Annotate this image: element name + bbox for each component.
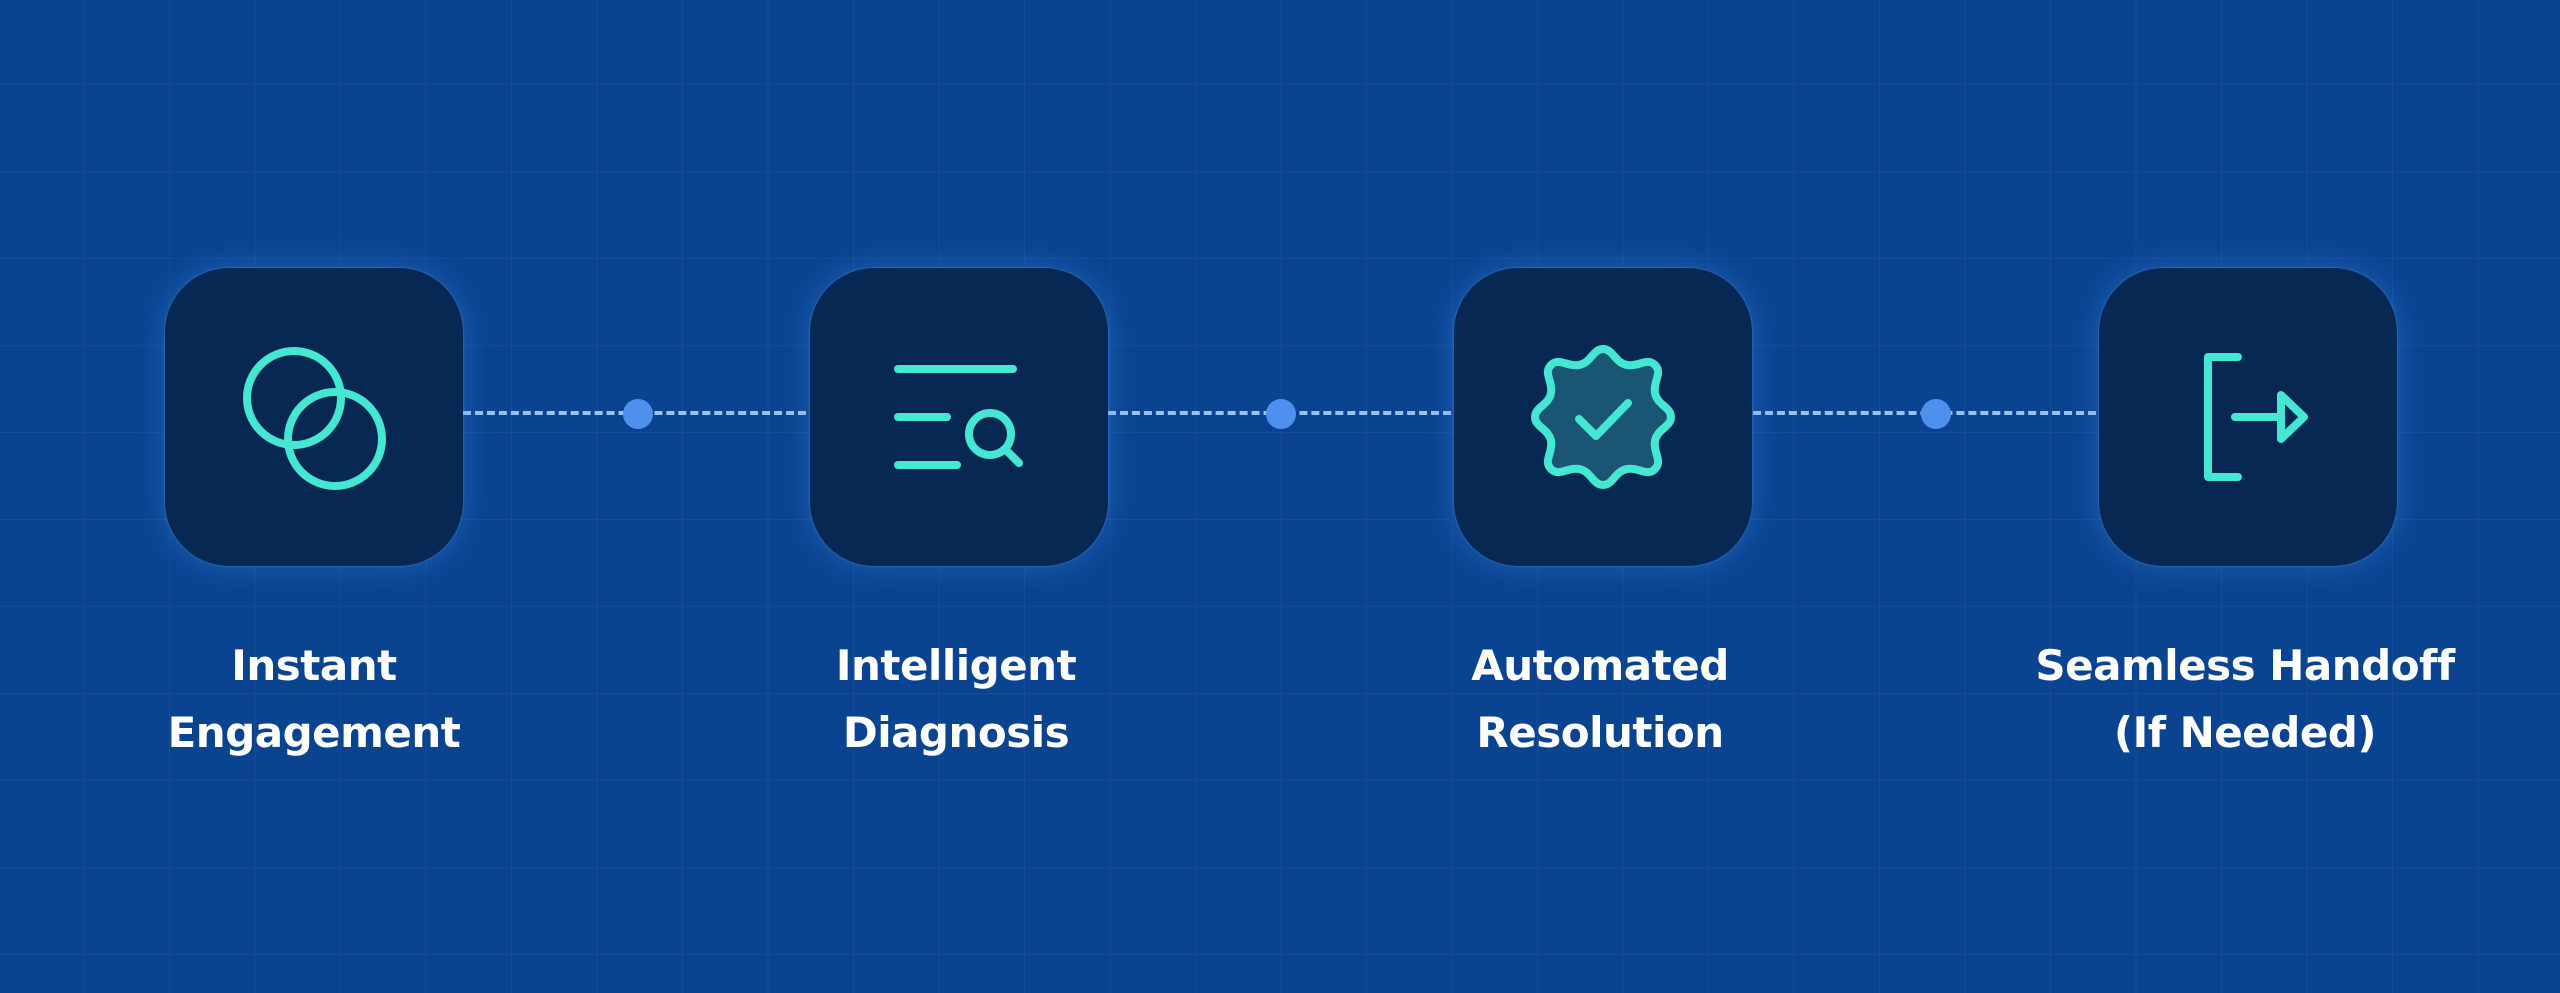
step-tile-intelligent-diagnosis	[810, 268, 1108, 566]
exit-arrow-icon	[2204, 353, 2308, 481]
connector-dot-2	[1266, 399, 1296, 429]
step-tile-seamless-handoff	[2099, 268, 2397, 566]
step-label-line: Intelligent	[835, 641, 1077, 690]
step-label-line: Automated	[1471, 641, 1729, 690]
step-label-instant-engagement: Instant Engagement	[84, 632, 544, 766]
step-tile-instant-engagement	[165, 268, 463, 566]
connector-dot-1	[623, 399, 653, 429]
step-label-seamless-handoff: Seamless Handoff (If Needed)	[2015, 632, 2475, 766]
step-label-automated-resolution: Automated Resolution	[1370, 632, 1830, 766]
overlapping-circles-icon	[243, 347, 386, 490]
step-label-line: Engagement	[167, 708, 461, 757]
step-label-line: Seamless Handoff	[2035, 641, 2455, 690]
step-label-line: Instant	[231, 641, 397, 690]
badge-check-icon	[1531, 345, 1675, 489]
step-label-line: Resolution	[1476, 708, 1724, 757]
list-search-icon	[894, 365, 1023, 469]
step-label-intelligent-diagnosis: Intelligent Diagnosis	[726, 632, 1186, 766]
step-label-line: Diagnosis	[842, 708, 1070, 757]
step-tile-automated-resolution	[1454, 268, 1752, 566]
step-label-line: (If Needed)	[2113, 708, 2377, 757]
connector-dot-3	[1921, 399, 1951, 429]
